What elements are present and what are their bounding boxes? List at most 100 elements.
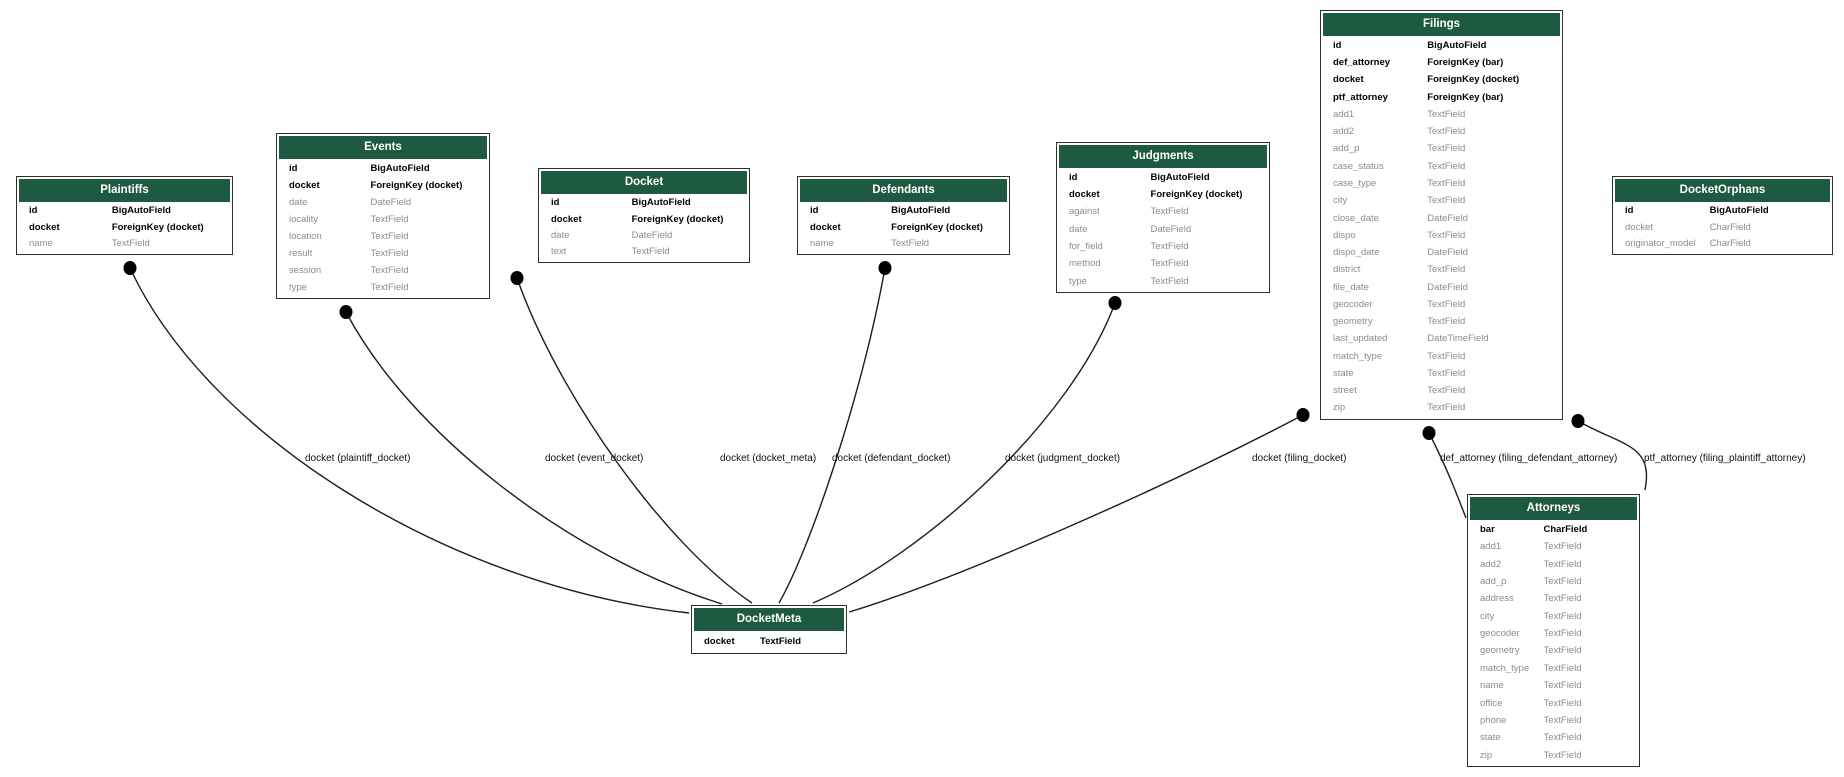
field-type: TextField [1150, 207, 1189, 217]
field-name: street [1333, 386, 1357, 396]
field-type: TextField [1427, 161, 1466, 172]
field-name: phone [1480, 715, 1507, 726]
field-type: TextField [1543, 542, 1582, 552]
field-name: case_status [1333, 161, 1384, 172]
edge-label: docket (judgment_docket) [1005, 453, 1120, 464]
field-type: TextField [760, 636, 801, 647]
field-row-against: against TextField [1059, 204, 1267, 221]
field-row-add_p: add_p TextField [1470, 573, 1637, 590]
edge-line [1428, 432, 1467, 519]
field-name: add_p [1333, 144, 1360, 154]
field-type: TextField [1427, 127, 1466, 137]
field-type: TextField [1150, 276, 1189, 287]
edge-source-dot [878, 261, 892, 275]
edge-source-dot [1108, 296, 1122, 310]
field-type: TextField [1543, 629, 1582, 639]
field-type: DateField [1427, 213, 1468, 224]
field-type: TextField [1543, 577, 1582, 587]
field-name: session [289, 265, 322, 276]
edge-source-dot [1422, 426, 1436, 440]
edge-line [345, 311, 723, 605]
edge-label: def_attorney (filing_defendant_attorney) [1440, 453, 1617, 464]
field-type: TextField [1427, 179, 1466, 189]
field-name: id [1333, 40, 1342, 51]
field-type: TextField [1543, 646, 1582, 656]
field-type: TextField [1427, 230, 1466, 241]
field-name: add_p [1480, 577, 1507, 587]
edge-source-dot [1571, 414, 1585, 428]
edge-line [129, 267, 690, 614]
edge-docket-docketmeta: docket (docket_meta) [510, 271, 816, 604]
field-name: result [289, 248, 313, 259]
field-name: docket [704, 636, 735, 647]
field-name: add2 [1480, 559, 1502, 570]
field-type: ForeignKey (docket) [370, 180, 463, 191]
table-title: Plaintiffs [19, 179, 230, 202]
field-type: DateField [1150, 224, 1192, 235]
field-type: TextField [1543, 733, 1582, 743]
field-name: against [1069, 207, 1100, 217]
field-name: type [289, 282, 307, 293]
field-type: TextField [1427, 299, 1466, 310]
field-name: id [810, 206, 819, 216]
field-type: ForeignKey (docket) [111, 222, 204, 233]
edge-filings-ptfattorney-attorneys: ptf_attorney (filing_plaintiff_attorney) [1571, 414, 1806, 491]
field-name: id [1625, 206, 1634, 216]
field-name: method [1069, 259, 1101, 269]
field-type: TextField [1543, 750, 1582, 761]
field-type: DateTimeField [1427, 334, 1489, 344]
field-name: state [1333, 368, 1354, 379]
edge-judgments-docketmeta: docket (judgment_docket) [812, 296, 1122, 604]
field-type: BigAutoField [1427, 40, 1487, 51]
edge-label: docket (plaintiff_docket) [305, 453, 410, 464]
field-type: TextField [1427, 351, 1466, 362]
field-type: TextField [1543, 698, 1582, 709]
field-name: office [1480, 698, 1503, 709]
field-name: last_updated [1333, 334, 1388, 344]
field-name: dispo_date [1333, 248, 1380, 258]
edge-label: ptf_attorney (filing_plaintiff_attorney) [1644, 453, 1806, 464]
edge-defendants-docketmeta: docket (defendant_docket) [778, 261, 950, 604]
field-type: TextField [370, 265, 409, 276]
field-name: docket [551, 214, 582, 225]
table-title: Judgments [1059, 145, 1267, 168]
field-type: DateField [631, 230, 673, 241]
field-name: name [1480, 681, 1504, 691]
field-type: BigAutoField [891, 206, 951, 216]
